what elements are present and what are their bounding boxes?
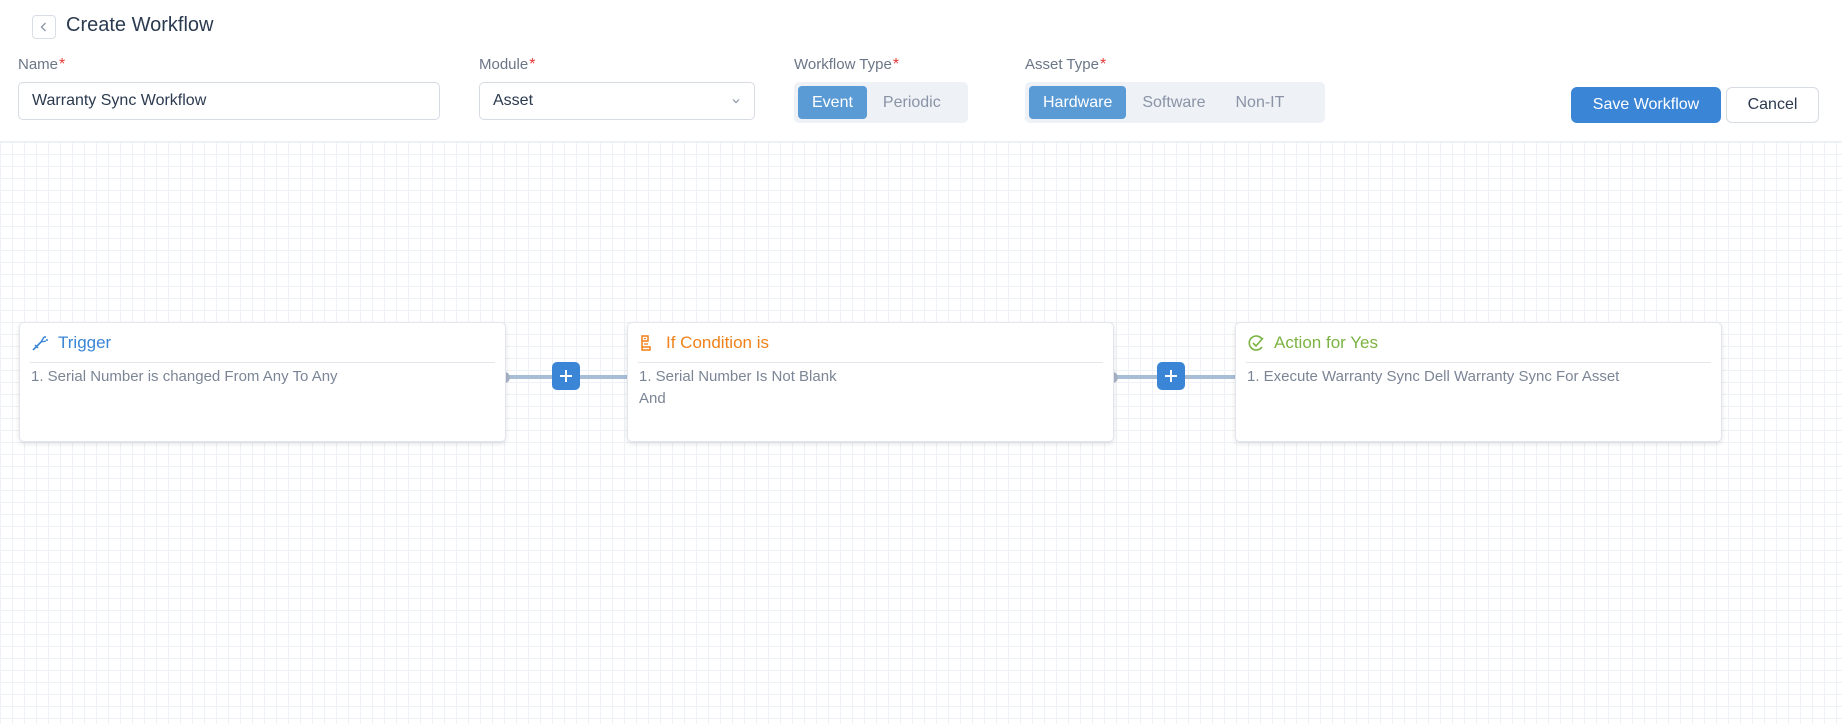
node-line: And [639,390,666,407]
asset-type-software[interactable]: Software [1142,93,1206,111]
module-select[interactable]: Asset [479,82,755,120]
add-step-button[interactable] [552,362,580,390]
node-body: 1. Serial Number Is Not Blank And [628,363,1113,413]
node-title: Action for Yes [1274,332,1378,352]
back-button[interactable] [32,15,56,39]
name-label: Name* [18,56,66,73]
page-title: Create Workflow [66,14,214,36]
node-header: If Condition is [638,323,1103,363]
required-marker: * [529,56,536,73]
node-line: 1. Serial Number is changed From Any To … [31,368,338,385]
action-icon [1246,333,1266,353]
workflow-type-label: Workflow Type* [794,56,900,73]
chevron-left-icon [40,22,46,32]
module-label: Module* [479,56,536,73]
cancel-button[interactable]: Cancel [1726,87,1819,123]
required-marker: * [1099,56,1107,73]
required-marker: * [59,56,66,73]
node-line: 1. Execute Warranty Sync Dell Warranty S… [1247,368,1620,385]
node-title: Trigger [58,332,112,352]
asset-type-toggle: Hardware Software Non-IT [1025,82,1325,123]
chevron-down-icon [732,99,740,104]
node-body: 1. Execute Warranty Sync Dell Warranty S… [1236,363,1721,391]
add-step-button[interactable] [1157,362,1185,390]
module-selected-value: Asset [493,92,534,109]
condition-icon [638,333,658,353]
workflow-type-event[interactable]: Event [798,86,867,119]
workflow-canvas[interactable]: Trigger 1. Serial Number is changed From… [0,142,1842,724]
asset-type-label: Asset Type* [1025,56,1107,73]
plus-icon [560,370,572,382]
save-workflow-button[interactable]: Save Workflow [1571,87,1721,123]
workflow-type-toggle: Event Periodic [794,82,968,123]
trigger-icon [30,333,50,353]
workflow-header: Create Workflow Name* Module* Asset Work… [0,0,1842,142]
action-yes-node[interactable]: Action for Yes 1. Execute Warranty Sync … [1235,322,1722,442]
trigger-node[interactable]: Trigger 1. Serial Number is changed From… [19,322,506,442]
node-header: Action for Yes [1246,323,1711,363]
asset-type-hardware[interactable]: Hardware [1029,86,1127,119]
workflow-type-periodic[interactable]: Periodic [882,93,941,111]
condition-node[interactable]: If Condition is 1. Serial Number Is Not … [627,322,1114,442]
plus-icon [1165,370,1177,382]
node-body: 1. Serial Number is changed From Any To … [20,363,505,391]
name-input[interactable] [18,82,440,120]
required-marker: * [892,56,900,73]
node-header: Trigger [30,323,495,363]
asset-type-non-it[interactable]: Non-IT [1235,93,1285,111]
node-title: If Condition is [666,332,769,352]
node-line: 1. Serial Number Is Not Blank [639,368,837,385]
